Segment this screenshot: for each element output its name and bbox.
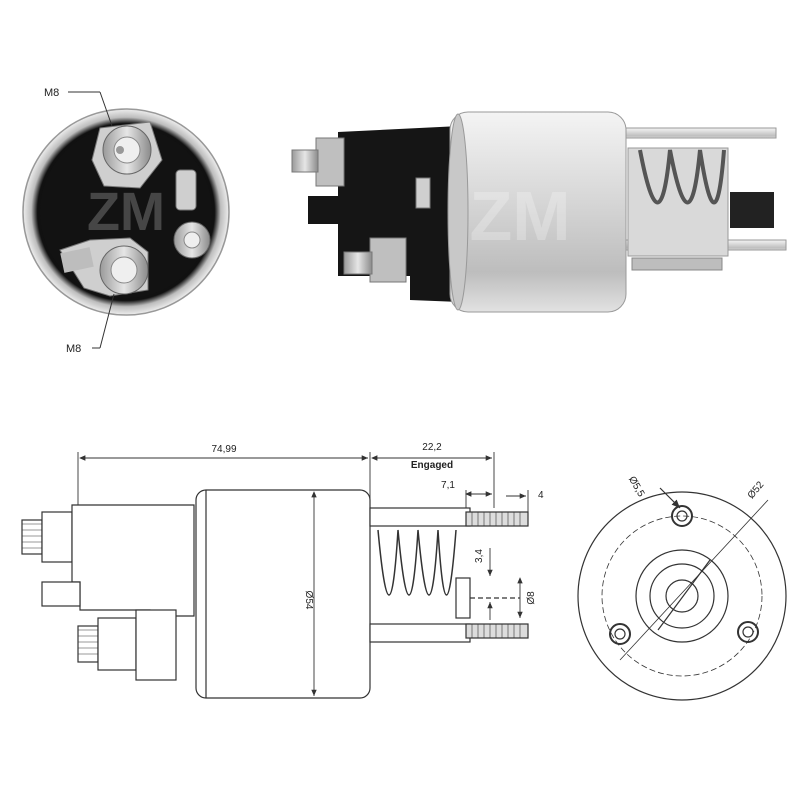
dim-stroke-note: Engaged bbox=[411, 460, 453, 471]
watermark-logo: ZM bbox=[87, 182, 165, 242]
dim-bolt-circle: Ø52 bbox=[746, 479, 767, 501]
dim-rod: Ø8 bbox=[526, 591, 537, 605]
end-view-drawing bbox=[577, 487, 787, 701]
end-view-photo: ZM bbox=[22, 108, 230, 316]
callout-top-label: M8 bbox=[44, 87, 59, 99]
top-terminal-stud bbox=[91, 121, 163, 189]
callout-bottom-label: M8 bbox=[66, 343, 81, 355]
dim-body-diameter: Ø54 bbox=[303, 591, 314, 610]
dimension-lines bbox=[77, 452, 529, 696]
dim-body-length: 74,99 bbox=[211, 444, 236, 455]
callout-bottom-leader bbox=[92, 293, 115, 349]
callout-top-leader bbox=[68, 91, 113, 127]
side-elevation-drawing bbox=[21, 489, 529, 699]
dim-hole: Ø5,5 bbox=[626, 475, 647, 500]
dim-tip: 4 bbox=[538, 490, 544, 501]
small-terminal bbox=[173, 169, 211, 259]
bottom-terminal-stud bbox=[59, 237, 149, 297]
dim-gap: 3,4 bbox=[474, 549, 485, 563]
watermark-logo-side: ZM bbox=[469, 177, 570, 255]
side-view-photo: ZM bbox=[291, 111, 787, 313]
dim-stroke: 22,2 bbox=[422, 442, 442, 453]
dim-stroke-small: 7,1 bbox=[441, 480, 455, 491]
